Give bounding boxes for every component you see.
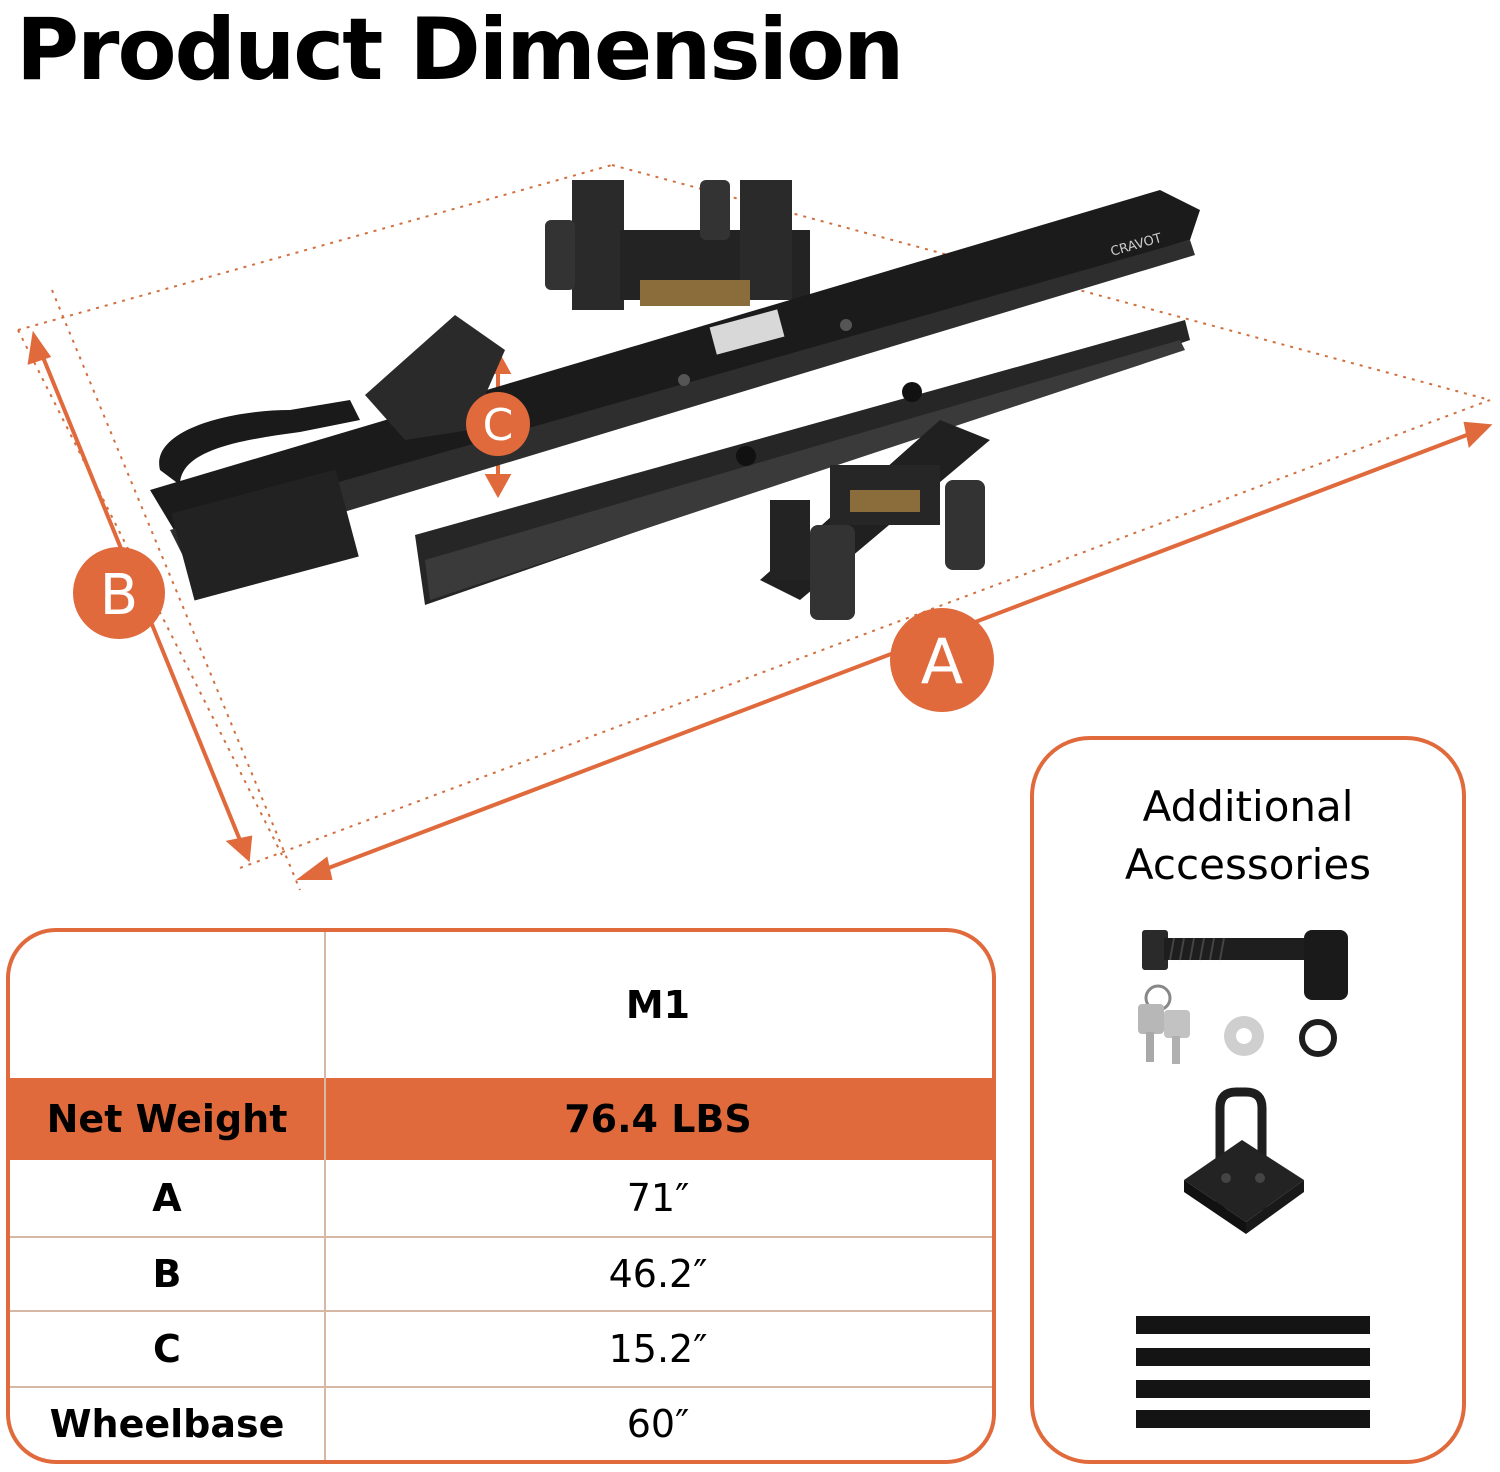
rack-illustration [150,180,1200,620]
row-value: 76.4 LBS [564,1097,752,1141]
row-label: Wheelbase [49,1402,285,1446]
hitch-pin-icon [1142,930,1348,1000]
svg-text:C: C [483,400,514,451]
row-label: Net Weight [46,1097,288,1141]
row-label: B [152,1252,182,1296]
model-name: M1 [625,983,691,1027]
dimension-outline [17,164,1491,891]
table-header-row: M1 [10,932,992,1078]
accessories-panel: Additional Accessories [1030,736,1466,1464]
table-row: B 46.2″ [10,1238,992,1310]
row-divider [10,1310,992,1312]
lock-washer-icon [1299,1019,1337,1057]
keys-icon [1138,984,1190,1064]
row-value: 46.2″ [608,1252,708,1296]
svg-text:B: B [100,563,138,628]
column-divider [324,932,326,1460]
row-label: C [153,1327,181,1371]
accessories-illustration [1136,930,1370,1428]
hitch-tightener-icon [1184,1087,1304,1234]
table-row: Net Weight 76.4 LBS [10,1078,992,1160]
row-label: A [152,1176,182,1220]
straps-icon [1136,1316,1370,1428]
row-value: 15.2″ [608,1327,708,1371]
accessories-title: Additional Accessories [1124,782,1372,889]
spec-table: M1 Net Weight 76.4 LBS A 71″ B 46.2″ C 1… [6,928,996,1464]
row-value: 71″ [626,1176,690,1220]
washer-icon [1224,1016,1264,1056]
marker-c: C [466,392,530,456]
row-value: 60″ [626,1402,690,1446]
row-divider [10,1386,992,1388]
table-row: A 71″ [10,1160,992,1236]
table-row: Wheelbase 60″ [10,1388,992,1460]
svg-text:A: A [921,625,963,698]
product-diagram: CRAVOT C B A [17,164,1493,891]
row-divider [10,1236,992,1238]
page-title: Product Dimension [16,0,904,100]
marker-a: A [890,608,994,712]
marker-b: B [73,547,165,639]
table-row: C 15.2″ [10,1312,992,1386]
